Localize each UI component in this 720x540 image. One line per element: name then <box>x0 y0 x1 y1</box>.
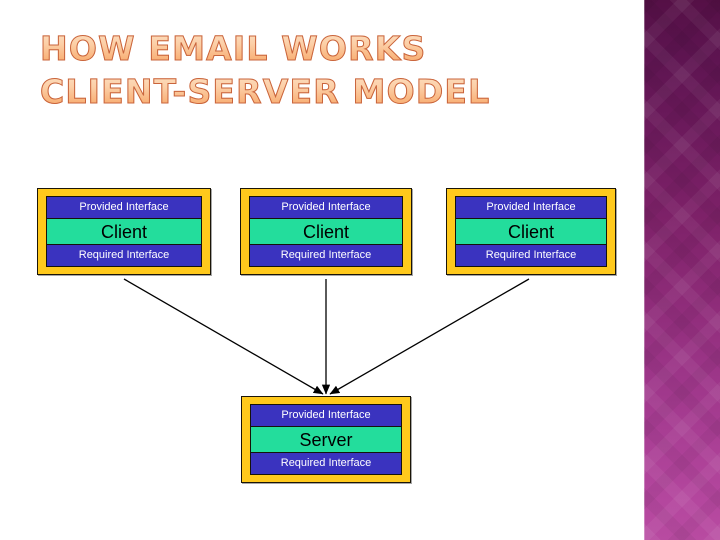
component-body: Provided Interface Client Required Inter… <box>455 196 607 267</box>
provided-interface-band: Provided Interface <box>47 197 201 218</box>
decorative-side-panel <box>644 0 720 540</box>
required-interface-band: Required Interface <box>456 245 606 266</box>
connector-client3-to-server <box>329 278 530 395</box>
component-body: Provided Interface Client Required Inter… <box>249 196 403 267</box>
page-title: HOW EMAIL WORKS CLIENT-SERVER MODEL <box>40 27 630 113</box>
component-name-band: Client <box>456 218 606 245</box>
component-name-band: Client <box>47 218 201 245</box>
provided-interface-band: Provided Interface <box>456 197 606 218</box>
component-name-band: Client <box>250 218 402 245</box>
component-client-1[interactable]: Provided Interface Client Required Inter… <box>37 188 211 275</box>
component-client-3[interactable]: Provided Interface Client Required Inter… <box>446 188 616 275</box>
component-body: Provided Interface Server Required Inter… <box>250 404 402 475</box>
required-interface-band: Required Interface <box>251 453 401 474</box>
title-line-1: HOW EMAIL WORKS <box>40 27 630 70</box>
provided-interface-band: Provided Interface <box>250 197 402 218</box>
connector-client1-to-server <box>123 278 324 395</box>
component-server[interactable]: Provided Interface Server Required Inter… <box>241 396 411 483</box>
required-interface-band: Required Interface <box>47 245 201 266</box>
diamond-pattern-texture <box>644 0 720 540</box>
required-interface-band: Required Interface <box>250 245 402 266</box>
title-line-2: CLIENT-SERVER MODEL <box>40 70 630 113</box>
component-name-band: Server <box>251 426 401 453</box>
component-client-2[interactable]: Provided Interface Client Required Inter… <box>240 188 412 275</box>
provided-interface-band: Provided Interface <box>251 405 401 426</box>
component-body: Provided Interface Client Required Inter… <box>46 196 202 267</box>
